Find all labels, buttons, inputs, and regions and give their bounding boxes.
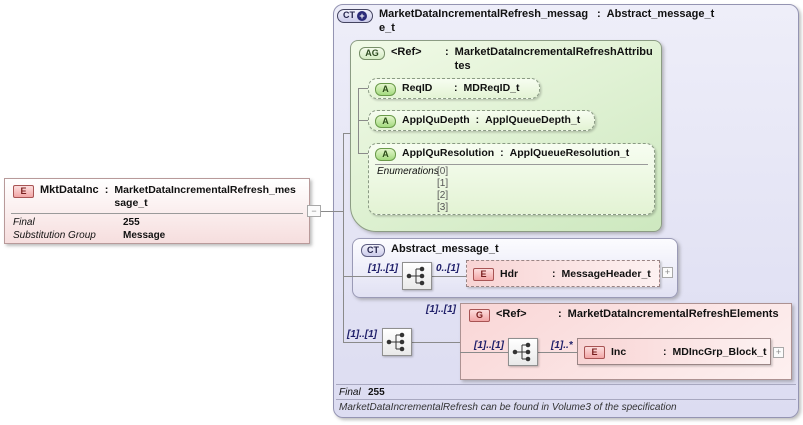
divider xyxy=(11,213,303,215)
property-value: 255 xyxy=(123,217,140,229)
connector-trunk xyxy=(343,133,344,343)
footer-divider-top xyxy=(336,384,796,385)
attribute-reqid[interactable]: A ReqID : MDReqID_t xyxy=(368,78,540,99)
connector-to-base xyxy=(343,276,402,277)
property-value: Message xyxy=(123,230,166,242)
occurrence-hdr: 0..[1] xyxy=(436,263,460,274)
attr-bracket-stub2 xyxy=(358,120,368,121)
enumerations-values: [0] [1] [2] [3] xyxy=(437,166,448,214)
element-icon: E xyxy=(473,267,494,281)
sequence-compositor-icon[interactable] xyxy=(382,328,412,356)
enum-value: [0] xyxy=(437,166,449,177)
footer-annotation: MarketDataIncrementalRefresh can be foun… xyxy=(339,402,677,413)
enum-value: [2] xyxy=(437,190,449,201)
element-type: MDIncGrp_Block_t xyxy=(672,345,767,358)
expand-inc-button[interactable]: + xyxy=(773,347,784,358)
complex-type-icon-label: CT xyxy=(343,10,355,21)
complextype-base: Abstract_message_t xyxy=(606,8,715,20)
attribute-type: ApplQueueDepth_t xyxy=(485,114,581,126)
colon: : xyxy=(500,147,504,159)
sequence-compositor-icon[interactable] xyxy=(402,262,432,290)
element-inc[interactable]: E Inc : MDIncGrp_Block_t xyxy=(577,338,771,365)
complextype-header: CT + MarketDataIncrementalRefresh_messag… xyxy=(337,8,787,36)
colon: : xyxy=(663,345,667,358)
group-type: MarketDataIncrementalRefreshElements xyxy=(567,308,779,320)
colon: : xyxy=(597,8,601,20)
colon: : xyxy=(104,184,109,196)
attribute-type: ApplQueueResolution_t xyxy=(509,147,630,159)
property-label: Substitution Group xyxy=(13,230,96,242)
collapse-connector-button[interactable]: − xyxy=(307,205,321,217)
occurrence-group-outer: [1]..[1] xyxy=(347,329,377,340)
connector-seq-to-group xyxy=(412,342,460,343)
element-name: Inc xyxy=(611,345,627,358)
element-mktdatainc-box[interactable]: E MktDataInc : MarketDataIncrementalRefr… xyxy=(4,178,310,244)
attribute-applquresolution[interactable]: A ApplQuResolution : ApplQueueResolution… xyxy=(368,143,655,215)
footer-final-label: Final xyxy=(339,387,361,398)
enumerations-label: Enumerations xyxy=(377,166,439,177)
sequence-compositor-icon[interactable] xyxy=(508,338,538,366)
colon: : xyxy=(558,308,562,320)
occurrence-base: [1]..[1] xyxy=(368,263,398,274)
expand-hdr-button[interactable]: + xyxy=(662,267,673,278)
enum-value: [1] xyxy=(437,178,449,189)
colon: : xyxy=(552,267,556,280)
element-icon: E xyxy=(584,345,605,359)
group-icon: G xyxy=(469,309,490,322)
derived-plus-icon: + xyxy=(357,11,367,21)
attribute-name: ApplQuDepth xyxy=(402,114,470,126)
footer-divider-bottom xyxy=(336,399,796,400)
occurrence-inc: [1]..* xyxy=(551,340,573,351)
connector-base-to-hdr xyxy=(432,276,466,277)
attr-bracket-stub3 xyxy=(358,153,368,154)
attribute-applqudepth[interactable]: A ApplQuDepth : ApplQueueDepth_t xyxy=(368,110,595,131)
attribute-icon: A xyxy=(375,115,396,128)
property-label: Final xyxy=(13,217,35,229)
connector-elem-to-type xyxy=(310,211,343,212)
complextype-name: MarketDataIncrementalRefresh_message_t xyxy=(379,8,589,34)
attribute-group-type: MarketDataIncrementalRefreshAttributes xyxy=(454,46,653,72)
attribute-icon: A xyxy=(375,83,396,96)
attribute-name: ReqID xyxy=(402,82,433,94)
attribute-icon: A xyxy=(375,148,396,161)
element-type: MarketDataIncrementalRefresh_message_t xyxy=(114,184,296,210)
attribute-group-ref: <Ref> xyxy=(391,46,422,58)
element-name: MktDataInc xyxy=(40,184,99,196)
enum-value: [3] xyxy=(437,202,449,213)
element-hdr[interactable]: E Hdr : MessageHeader_t xyxy=(466,260,660,287)
attribute-name: ApplQuResolution xyxy=(402,147,495,159)
connector-to-groupseq xyxy=(343,342,382,343)
occurrence-group-inner: [1]..[1] xyxy=(474,340,504,351)
colon: : xyxy=(454,82,458,94)
element-name: Hdr xyxy=(500,267,519,280)
connector-group-inner xyxy=(460,352,508,353)
occurrence-group-ref: [1]..[1] xyxy=(426,304,456,315)
attr-bracket-v xyxy=(358,88,359,154)
colon: : xyxy=(445,46,449,58)
connector-seq-to-inc xyxy=(538,352,577,353)
element-icon: E xyxy=(13,185,34,198)
group-ref: <Ref> xyxy=(496,308,527,320)
base-type-title: Abstract_message_t xyxy=(391,243,499,255)
attribute-type: MDReqID_t xyxy=(463,82,520,94)
footer-final-value: 255 xyxy=(368,387,385,398)
connector-to-attrgroup xyxy=(343,133,351,134)
element-type: MessageHeader_t xyxy=(561,267,651,280)
complex-type-icon: CT + xyxy=(337,9,373,23)
divider xyxy=(375,164,648,165)
complex-type-icon: CT xyxy=(361,244,385,257)
attr-bracket-stub1 xyxy=(358,88,368,89)
attribute-group-icon: AG xyxy=(359,47,385,60)
colon: : xyxy=(475,114,480,126)
